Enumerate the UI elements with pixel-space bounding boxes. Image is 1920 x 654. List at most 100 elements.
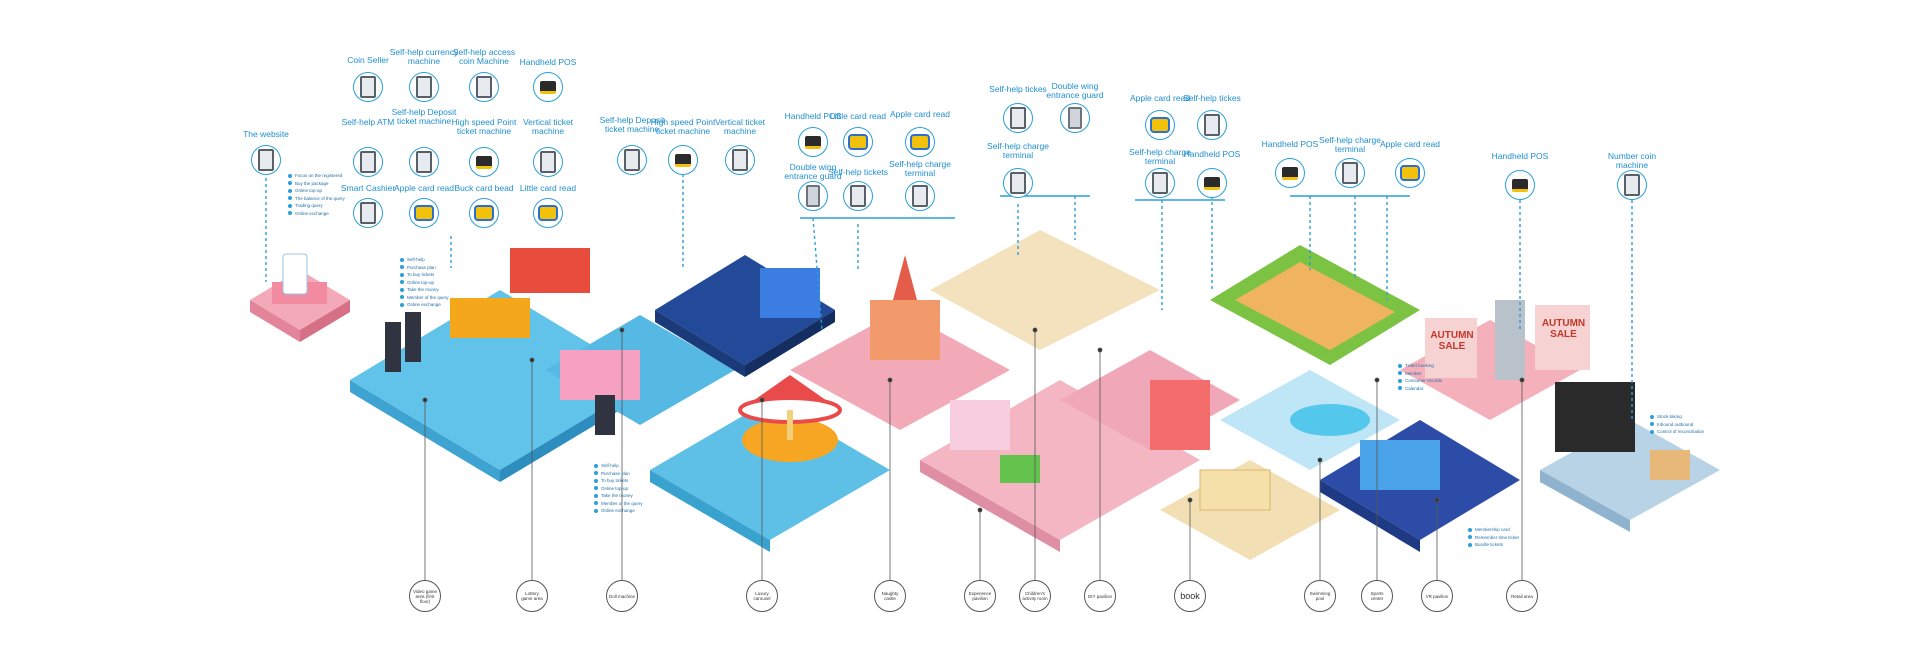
little-card-read-2-icon: [843, 127, 873, 157]
arcade-cabinet: [385, 322, 401, 372]
website-phone: [282, 253, 308, 295]
pos-icon: [540, 80, 556, 94]
doll-machines: [560, 350, 640, 400]
device-label-smart-cashier: Smart Cashier: [340, 183, 396, 193]
feature-item: Inbound outbound: [1650, 421, 1704, 429]
kiosk-icon: [624, 149, 640, 171]
ticket-booth: [595, 395, 615, 435]
experience-platform-side: [920, 460, 1060, 552]
device-label-self-help-tickes: Self-help tickes: [989, 84, 1047, 94]
device-label-double-wing-1: Double wing entrance guard: [784, 162, 842, 181]
zone-sports-center: Sports center: [1361, 580, 1393, 612]
device-label-apple-card-read-1: Apple card read: [393, 183, 454, 193]
zone-anchor-dot: [529, 357, 535, 363]
kiosk-icon: [360, 202, 376, 224]
pool-water: [1290, 404, 1370, 436]
device-label-apple-card-read-4: Apple card read: [1379, 139, 1440, 149]
feature-item: Online exchange: [594, 507, 643, 515]
apple-card-read-1-icon: [409, 198, 439, 228]
smart-cashier-icon: [353, 198, 383, 228]
device-label-coin-seller: Coin Seller: [347, 55, 389, 65]
feature-item: Member of the query: [400, 294, 449, 302]
coin-seller-icon: [353, 72, 383, 102]
vertical-ticket-2-icon: [725, 145, 755, 175]
device-label-number-coin-machine: Number coin machine: [1607, 151, 1657, 170]
kiosk-icon: [1342, 162, 1358, 184]
zone-vr-pavilion: VR pavilion: [1421, 580, 1453, 612]
device-label-buck-card-bead: Buck card bead: [454, 183, 514, 193]
feature-item: Buy the package: [288, 180, 345, 188]
website-platform-side2: [300, 300, 350, 342]
self-help-access-coin-icon: [469, 72, 499, 102]
feature-item: To buy tickets: [594, 477, 643, 485]
zone-video-game: Video game area (first floor): [409, 580, 441, 612]
storage-shelf: [1555, 382, 1635, 452]
storage-platform-side: [1540, 470, 1630, 532]
castle-body: [870, 300, 940, 360]
device-label-self-help-currency: Self-help currency machine: [389, 47, 459, 66]
zone-anchor-dot: [1374, 377, 1380, 383]
kiosk-icon: [850, 185, 866, 207]
device-label-self-help-charge-3: Self-help charge terminal: [1129, 147, 1191, 166]
zone-doll-machine: Doll machine: [606, 580, 638, 612]
kiosk-icon: [416, 151, 432, 173]
double-wing-1-icon: [798, 181, 828, 211]
feature-item: The balance of the query: [288, 195, 345, 203]
pos-icon: [675, 153, 691, 167]
zone-luxury-carousel: Luxury carousel: [746, 580, 778, 612]
zone-retail-area: Retail area: [1506, 580, 1538, 612]
kiosk-icon: [1010, 172, 1026, 194]
kiosk-icon: [416, 76, 432, 98]
kiosk-icon: [1204, 114, 1220, 136]
reader-icon: [910, 134, 930, 150]
experience-sign: [1000, 455, 1040, 483]
zone-anchor-dot: [1032, 327, 1038, 333]
vr-platform-side: [1320, 480, 1420, 552]
zone-diy-pavilion: DIY pavilion: [1084, 580, 1116, 612]
retail-mirror: [1495, 300, 1525, 380]
self-help-atm-icon: [353, 147, 383, 177]
device-label-high-speed-point-1: High speed Point ticket machine: [451, 117, 517, 136]
device-label-self-help-charge-4: Self-help charge terminal: [1319, 135, 1381, 154]
reader-icon: [474, 205, 494, 221]
sports-court: [1235, 262, 1395, 350]
device-label-handheld-pos-5: Handheld POS: [1491, 151, 1549, 161]
zone-anchor-dot: [977, 507, 983, 513]
zone-book: book: [1174, 580, 1206, 612]
feature-item: Trading query: [288, 202, 345, 210]
feature-item: Member: [1398, 370, 1442, 378]
buck-card-bead-icon: [469, 198, 499, 228]
diy-building: [1150, 380, 1210, 450]
device-label-apple-card-read-2: Apple card read: [889, 109, 950, 119]
feature-item: Ticket booking: [1398, 362, 1442, 370]
self-help-tickets-1-icon: [843, 181, 873, 211]
kiosk-icon: [1152, 172, 1168, 194]
apple-card-read-2-icon: [905, 127, 935, 157]
pos-icon: [1512, 178, 1528, 192]
handheld-pos-1-icon: [533, 72, 563, 102]
pos-icon: [805, 135, 821, 149]
feature-item: Membership card: [1468, 526, 1519, 534]
the-website-icon: [251, 145, 281, 175]
reader-icon: [538, 205, 558, 221]
feature-item: Online top-up: [288, 187, 345, 195]
kiosk-icon: [476, 76, 492, 98]
device-label-high-speed-point-2: High speed Point ticket machine: [650, 117, 716, 136]
self-help-deposit-1-icon: [409, 147, 439, 177]
zone-anchor-dot: [1434, 497, 1440, 503]
feature-item: Purchase plan: [594, 470, 643, 478]
reader-icon: [848, 134, 868, 150]
device-label-apple-card-read-3: Apple card read: [1129, 93, 1190, 103]
sale-board-2: [1535, 305, 1590, 370]
experience-building: [950, 400, 1010, 450]
storage-boxes: [1650, 450, 1690, 480]
zone-lottery-game: Lottery game area: [516, 580, 548, 612]
zone-anchor-dot: [1519, 377, 1525, 383]
feature-item: Take the money: [594, 492, 643, 500]
zone-anchor-dot: [759, 397, 765, 403]
apple-card-read-3-icon: [1145, 110, 1175, 140]
